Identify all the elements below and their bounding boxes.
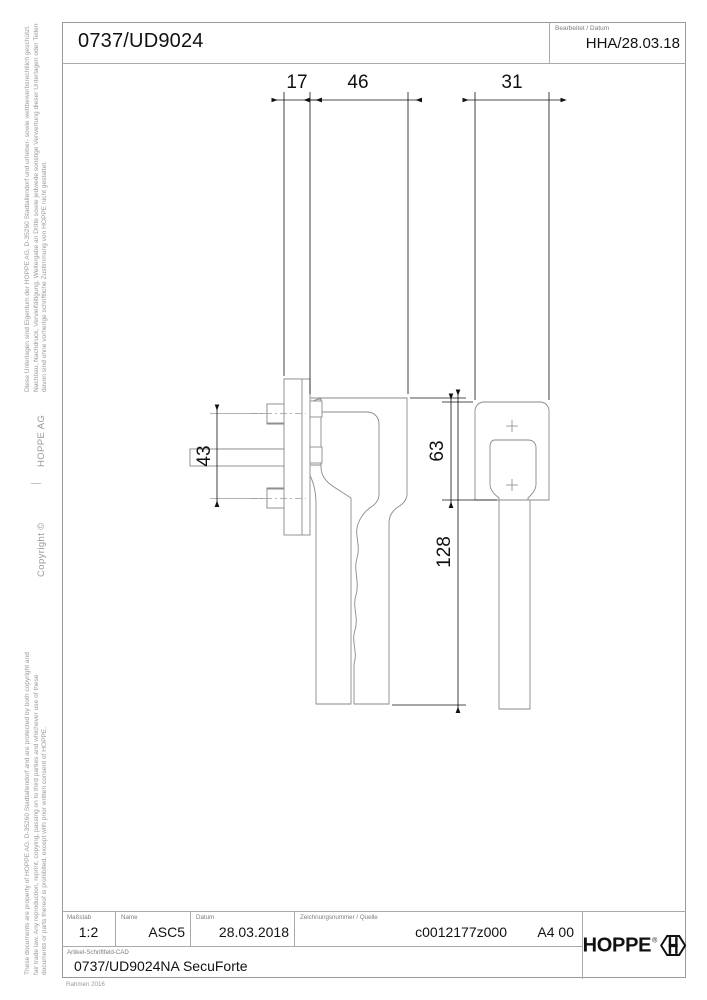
hoppe-logo: HOPPE ®	[583, 934, 687, 957]
dimension-label-17: 17	[286, 72, 307, 93]
header-revision-cell: Bearbeitet / Datum HHA/28.03.18	[549, 22, 686, 64]
title-block-logo-cell: HOPPE ®	[583, 912, 687, 979]
dimension-group-128	[392, 389, 466, 713]
dimension-label-128: 128	[434, 536, 455, 568]
dimension-group-43	[210, 404, 265, 507]
dimension-label-31: 31	[501, 72, 522, 93]
title-block-date-cell: Datum 28.03.2018	[191, 912, 295, 946]
title-block: Maßstab 1:2 Name ASC5 Datum 28.03.2018 Z…	[62, 911, 687, 988]
title-block-scale-cell: Maßstab 1:2	[62, 912, 116, 946]
header-band: 0737/UD9024 Bearbeitet / Datum HHA/28.03…	[62, 22, 686, 64]
copyright-notice-english: These documents are property of HOPPE AG…	[24, 652, 49, 975]
company-label: HOPPE AG	[36, 414, 47, 467]
title-block-article-cell: Artikel-Schriftfeld-CAD 0737/UD9024NA Se…	[62, 946, 583, 979]
name-value: ASC5	[148, 924, 185, 940]
dimension-label-63: 63	[427, 440, 448, 461]
technical-drawing-svg: 17 46 43 128	[189, 72, 567, 713]
screw-cross-marks	[506, 420, 518, 491]
dimension-group-horizontal-side	[271, 92, 422, 394]
rosette-and-spindle	[189, 378, 323, 536]
article-label: Artikel-Schriftfeld-CAD	[67, 949, 129, 956]
registered-trademark-icon: ®	[652, 937, 658, 944]
drawing-area: 17 46 43 128	[62, 64, 686, 904]
copyright-label: Copyright ©	[36, 522, 47, 577]
title-block-name-cell: Name ASC5	[116, 912, 191, 946]
side-divider	[31, 483, 41, 484]
date-label: Datum	[196, 914, 215, 921]
drawing-frame	[62, 22, 686, 978]
front-view-geometry	[474, 401, 550, 710]
frame-footnote: Rahmen 2016	[66, 981, 105, 988]
title-block-drawing-number-cell: Zeichnungsnummer / Quelle c0012177z000 A…	[295, 912, 583, 946]
name-label: Name	[121, 914, 138, 921]
drawing-number-value: c0012177z000	[415, 924, 507, 940]
dimension-label-43: 43	[194, 445, 215, 466]
copyright-notice-german: Diese Unterlagen sind Eigentum der HOPPE…	[24, 23, 49, 393]
header-revision-label: Bearbeitet / Datum	[555, 25, 610, 32]
drawing-number-label: Zeichnungsnummer / Quelle	[300, 914, 378, 921]
sheet-format-value: A4 00	[537, 924, 574, 940]
scale-label: Maßstab	[67, 914, 92, 921]
header-revision-value: HHA/28.03.18	[585, 35, 680, 52]
handle-body	[320, 397, 408, 705]
side-view-geometry	[189, 378, 352, 705]
hoppe-hexagon-icon	[660, 935, 687, 956]
screw-centre-lines	[250, 413, 306, 499]
date-value: 28.03.2018	[218, 924, 289, 940]
scale-value: 1:2	[78, 924, 99, 940]
dimension-label-46: 46	[347, 72, 368, 93]
dimension-group-31	[462, 92, 567, 400]
page-title: 0737/UD9024	[78, 30, 204, 52]
article-value: 0737/UD9024NA SecuForte	[74, 958, 248, 974]
hoppe-logo-text: HOPPE	[582, 934, 652, 956]
dimension-group-63	[442, 393, 497, 508]
